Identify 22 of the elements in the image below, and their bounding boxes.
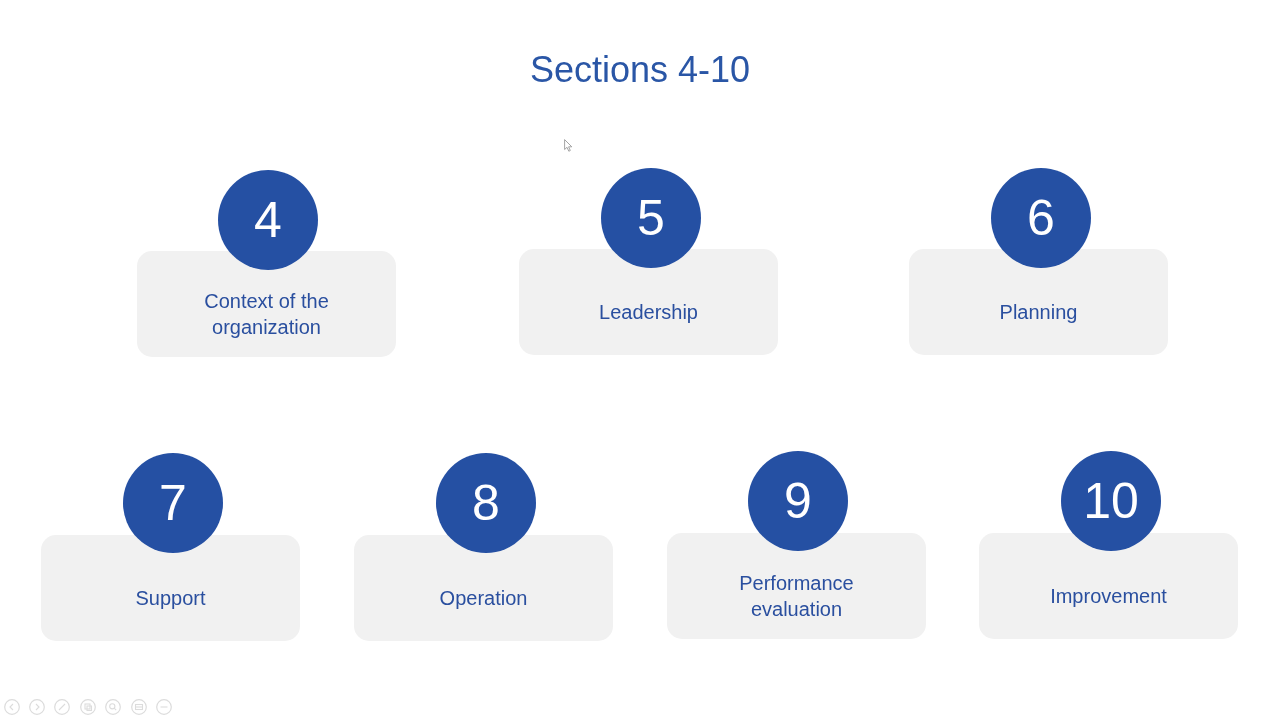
section-card [354,535,613,641]
section-card [979,533,1238,639]
section-name: Operation [439,586,528,611]
section-number-circle: 4 [218,170,318,270]
section-card [137,251,396,357]
section-card [667,533,926,639]
section-number-circle: 9 [748,451,848,551]
section-number-circle: 7 [123,453,223,553]
slide-title: Sections 4-10 [529,48,751,92]
section-name: Support [135,586,206,611]
section-card [909,249,1168,355]
section-card [41,535,300,641]
section-number-circle: 10 [1061,451,1161,551]
section-card [519,249,778,355]
section-name: Planning [999,300,1078,325]
section-number-circle: 5 [601,168,701,268]
section-number-circle: 6 [991,168,1091,268]
section-name: Performance evaluation [738,571,855,622]
section-name: Leadership [599,300,698,325]
section-name: Context of the organization [203,289,330,340]
section-name: Improvement [1050,584,1167,609]
section-number-circle: 8 [436,453,536,553]
